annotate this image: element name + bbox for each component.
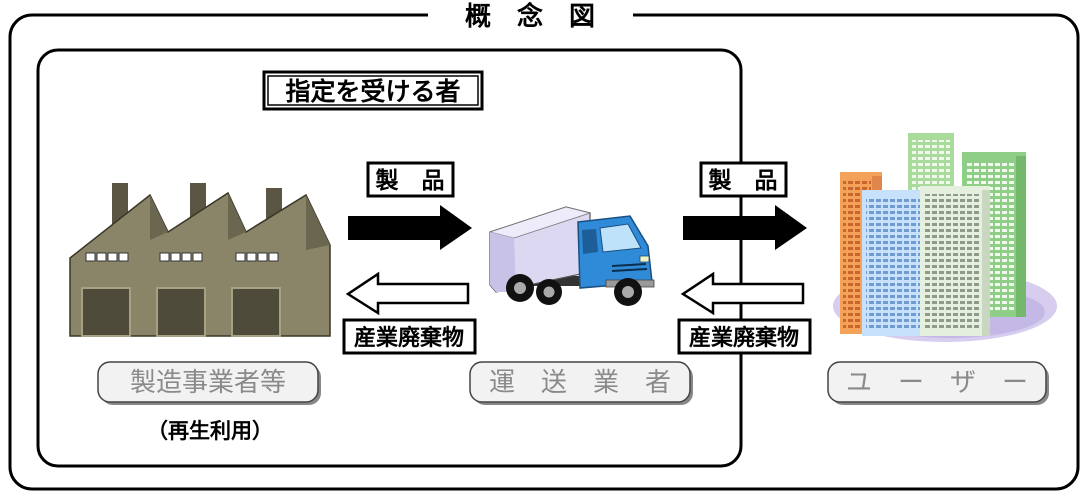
right-arrow-icon — [348, 205, 472, 250]
transporter-label: 運 送 業 者 — [489, 368, 671, 398]
truck-wheel — [506, 274, 534, 302]
factory-door — [81, 287, 131, 337]
truck-icon — [488, 206, 655, 306]
user-box: ユ ー ザ ー — [827, 361, 1049, 405]
diagram-title: 概 念 図 — [465, 1, 595, 32]
roof-face — [150, 195, 168, 240]
left-arrow-icon — [680, 271, 805, 316]
manufacturer-label: 製造事業者等 — [130, 368, 286, 398]
left-product-label: 製 品 — [375, 167, 445, 194]
truck-wheel — [536, 279, 562, 305]
left-arrow-icon — [345, 271, 470, 316]
truck-windshield — [599, 223, 642, 253]
transporter-box: 運 送 業 者 — [469, 361, 693, 405]
title-background — [428, 2, 633, 28]
factory-door — [231, 287, 281, 337]
user-label: ユ ー ザ ー — [846, 368, 1028, 398]
roof-face — [306, 195, 330, 250]
truck-grille — [611, 263, 648, 272]
right-waste-label: 産業廃棄物 — [689, 325, 799, 351]
truck-side-window — [582, 229, 598, 254]
buildings-icon — [833, 133, 1057, 342]
building-windows — [924, 194, 980, 330]
roof-face — [228, 193, 246, 240]
building-side — [982, 190, 990, 336]
left-waste-label: 産業廃棄物 — [354, 325, 464, 351]
right-product-label: 製 品 — [708, 167, 778, 194]
left-waste-label-box: 産業廃棄物 — [342, 318, 477, 355]
truck-chassis — [496, 276, 646, 286]
truck-wheel — [614, 278, 642, 306]
manufacturer-box: 製造事業者等 — [97, 361, 321, 405]
manufacturer-note: （再生利用） — [147, 419, 273, 443]
designated-label: 指定を受ける者 — [285, 77, 460, 106]
designated-label-box: 指定を受ける者 — [262, 70, 484, 111]
truck-cargo-side — [490, 232, 516, 292]
designated-frame — [36, 48, 743, 468]
right-product-label-box: 製 品 — [699, 161, 788, 198]
truck-headlight — [639, 255, 650, 263]
factory-icon — [69, 183, 331, 337]
building-side — [1016, 156, 1026, 317]
factory-windows — [85, 252, 279, 262]
factory-door — [156, 287, 206, 337]
left-product-label-box: 製 品 — [366, 161, 455, 198]
building-windows — [866, 197, 920, 331]
right-arrow-icon — [683, 205, 807, 250]
right-waste-label-box: 産業廃棄物 — [677, 318, 812, 355]
